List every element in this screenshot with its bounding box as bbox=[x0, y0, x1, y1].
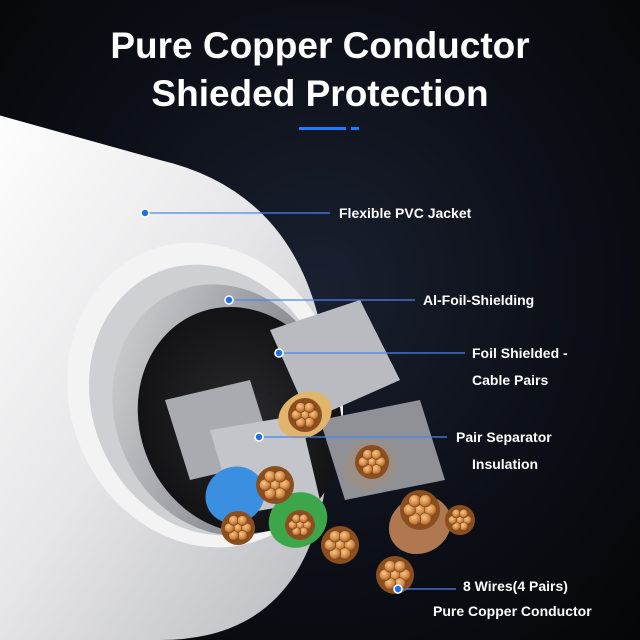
callout-foil: Al-Foil-Shielding bbox=[423, 291, 534, 309]
callout-separator-line-1: Pair Separator bbox=[456, 429, 552, 445]
copper-strand bbox=[418, 494, 432, 508]
copper-strand bbox=[338, 530, 352, 543]
pairs-leader-dot bbox=[274, 348, 284, 358]
jacket-leader-dot bbox=[140, 208, 150, 218]
copper-strand bbox=[273, 470, 287, 483]
copper-conductors bbox=[221, 398, 475, 594]
wires-leader-dot bbox=[393, 584, 403, 594]
callout-wires-line-2: Pure Copper Conductor bbox=[433, 603, 592, 619]
copper-strand bbox=[303, 402, 315, 413]
separator-leader-dot bbox=[254, 432, 264, 442]
title-divider bbox=[299, 127, 359, 130]
foil-leader-dot bbox=[224, 295, 234, 305]
copper-strand bbox=[393, 560, 407, 573]
page-title-line-2: Shieded Protection bbox=[151, 73, 489, 114]
copper-strand bbox=[370, 449, 382, 460]
callout-pairs-line-1: Foil Shielded - bbox=[472, 345, 568, 361]
callout-wires-line-1: 8 Wires(4 Pairs) bbox=[463, 578, 568, 594]
copper-strand bbox=[237, 515, 248, 526]
page-title-line-1: Pure Copper Conductor bbox=[110, 25, 530, 66]
callout-jacket-line-1: Flexible PVC Jacket bbox=[339, 205, 472, 221]
callout-separator-line-2: Insulation bbox=[472, 456, 539, 472]
callout-pairs-line-2: Cable Pairs bbox=[472, 372, 549, 388]
callout-jacket: Flexible PVC Jacket bbox=[339, 204, 471, 222]
copper-strand bbox=[459, 508, 469, 519]
callout-foil-line-1: Al-Foil-Shielding bbox=[423, 292, 535, 308]
copper-strand bbox=[299, 513, 309, 524]
